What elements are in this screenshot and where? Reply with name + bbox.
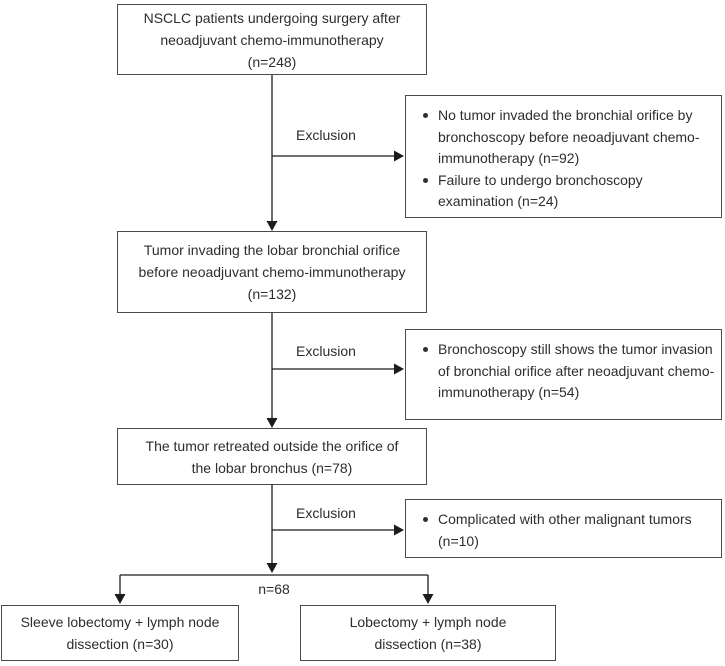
exclusion-label-1: Exclusion — [296, 127, 356, 143]
branch-count-label: n=68 — [258, 581, 290, 597]
arrowhead-retreated — [266, 418, 278, 428]
bullet-text: No tumor invaded the bronchial orifice b… — [438, 107, 700, 166]
bullet-item: Bronchoscopy still shows the tumor invas… — [421, 339, 715, 404]
bullet-item: No tumor invaded the bronchial orifice b… — [421, 105, 715, 170]
bullet-text: Complicated with other malignant tumors … — [438, 511, 692, 549]
arrowhead-exclusion-2 — [394, 363, 404, 375]
exclusion-box-3: Complicated with other malignant tumors … — [405, 499, 722, 558]
exclusion-label-3: Exclusion — [296, 505, 356, 521]
arrowhead-exclusion-3 — [394, 524, 404, 536]
node-tumor-invading: Tumor invading the lobar bronchial orifi… — [117, 231, 427, 313]
node-tumor-retreated: The tumor retreated outside the orifice … — [117, 428, 427, 485]
arrowhead-exclusion-1 — [394, 150, 404, 162]
bullet-item: Complicated with other malignant tumors … — [421, 509, 715, 552]
node-lobectomy: Lobectomy + lymph node dissection (n=38) — [300, 605, 556, 661]
bullet-icon — [423, 113, 428, 118]
arrowhead-lobectomy — [422, 594, 434, 604]
bullet-icon — [423, 517, 428, 522]
exclusion-box-1: No tumor invaded the bronchial orifice b… — [405, 95, 722, 218]
exclusion-box-2: Bronchoscopy still shows the tumor invas… — [405, 329, 722, 420]
bullet-item: Failure to undergo bronchoscopy examinat… — [421, 170, 715, 213]
bullet-icon — [423, 347, 428, 352]
bullet-text: Failure to undergo bronchoscopy examinat… — [438, 171, 643, 210]
arrowhead-invading — [266, 221, 278, 231]
node-sleeve-lobectomy: Sleeve lobectomy + lymph node dissection… — [1, 605, 239, 661]
arrowhead-branch — [266, 563, 278, 573]
bullet-text: Bronchoscopy still shows the tumor invas… — [438, 341, 715, 400]
bullet-icon — [423, 177, 428, 183]
arrowhead-sleeve — [114, 594, 126, 604]
node-enrolled-patients: NSCLC patients undergoing surgery after … — [117, 4, 427, 75]
exclusion-label-2: Exclusion — [296, 343, 356, 359]
